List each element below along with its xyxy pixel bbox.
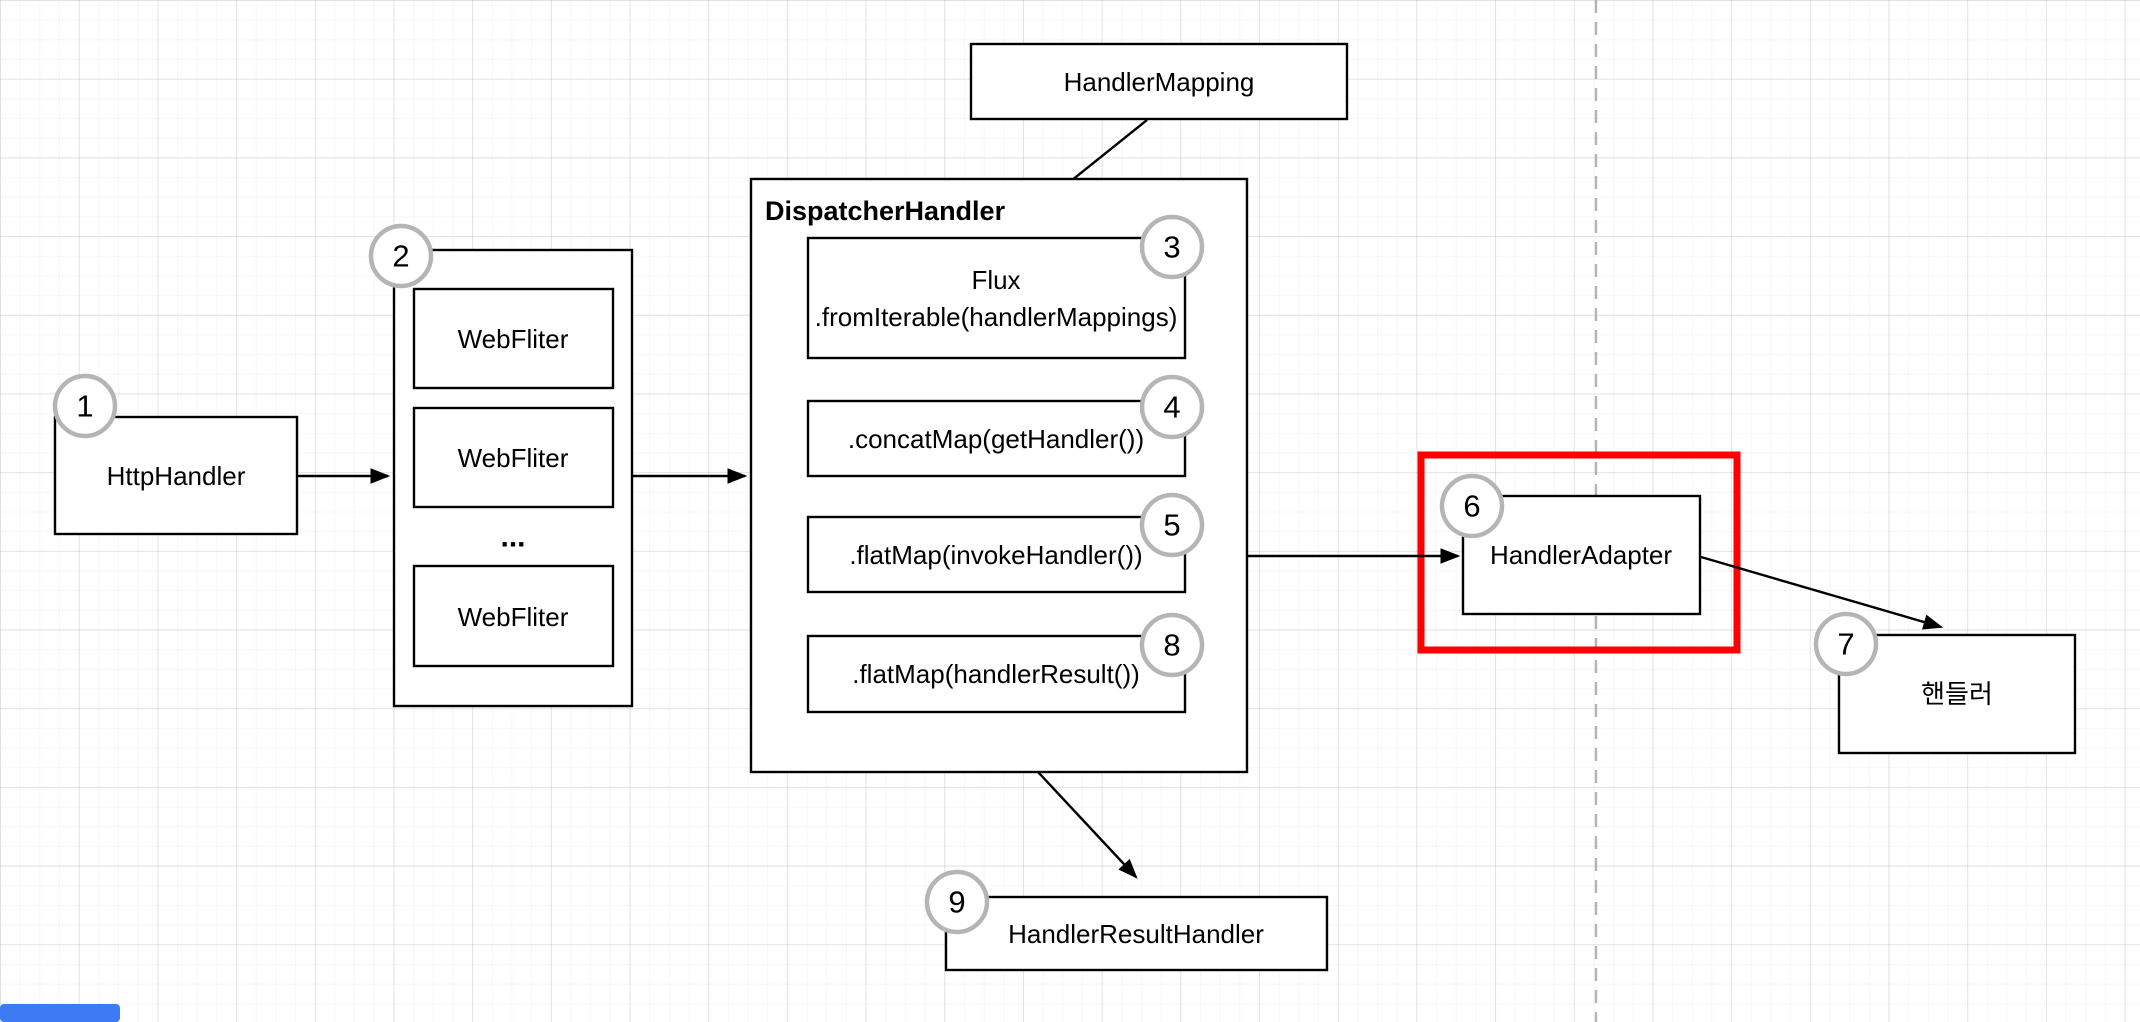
edge-handleradapter-to-handler[interactable]	[1700, 555, 1944, 630]
badge-8[interactable]: 8	[1139, 612, 1205, 678]
node-handler-mapping[interactable]	[969, 42, 1349, 121]
webfilter-1-label: WebFliter	[458, 324, 569, 354]
webfilter-ellipsis: ...	[500, 521, 525, 554]
node-handler-korean[interactable]	[1837, 633, 2077, 755]
badge-3[interactable]: 3	[1139, 214, 1205, 280]
flatmap-invokehandler-label: .flatMap(invokeHandler())	[849, 540, 1142, 570]
badge-5-number: 5	[1163, 508, 1180, 543]
handler-mapping-label: HandlerMapping	[1064, 67, 1255, 97]
highlight-box[interactable]	[1417, 451, 1741, 654]
flatmap-handlerresult-label: .flatMap(handlerResult())	[852, 659, 1140, 689]
badge-3-number: 3	[1163, 230, 1180, 265]
badge-4[interactable]: 4	[1139, 374, 1205, 440]
badge-5[interactable]: 5	[1139, 492, 1205, 558]
node-handler-result-handler[interactable]	[944, 895, 1329, 972]
handler-result-handler-label: HandlerResultHandler	[1008, 919, 1264, 949]
badge-2[interactable]: 2	[368, 223, 434, 289]
dispatcher-handler-title: DispatcherHandler	[765, 196, 1006, 226]
node-flatmap-invokehandler[interactable]	[806, 515, 1187, 594]
blue-bar	[0, 1004, 120, 1022]
flux-label-line2: .fromIterable(handlerMappings)	[815, 302, 1178, 332]
node-webfilter-2[interactable]	[412, 406, 615, 509]
badge-1[interactable]: 1	[52, 373, 118, 439]
handler-korean-label: 핸들러	[1921, 679, 1993, 709]
badge-6[interactable]: 6	[1439, 473, 1505, 539]
badge-9[interactable]: 9	[924, 869, 990, 935]
node-flux-fromiterable[interactable]	[806, 236, 1187, 360]
badge-1-number: 1	[76, 389, 93, 424]
webfilter-2-label: WebFliter	[458, 443, 569, 473]
badge-8-number: 8	[1163, 628, 1180, 663]
node-webfilter-1[interactable]	[412, 287, 615, 390]
badge-2-number: 2	[392, 239, 409, 274]
concatmap-label: .concatMap(getHandler())	[848, 424, 1144, 454]
node-webfilter-3[interactable]	[412, 564, 615, 668]
http-handler-label: HttpHandler	[107, 461, 246, 491]
node-concatmap[interactable]	[806, 399, 1187, 478]
badge-9-number: 9	[948, 885, 965, 920]
badge-7[interactable]: 7	[1813, 611, 1879, 677]
webfilter-3-label: WebFliter	[458, 602, 569, 632]
badge-6-number: 6	[1463, 489, 1480, 524]
badge-4-number: 4	[1163, 390, 1180, 425]
badge-7-number: 7	[1837, 627, 1854, 662]
flux-label-line1: Flux	[971, 265, 1020, 295]
node-flatmap-handlerresult[interactable]	[806, 634, 1187, 714]
handler-adapter-label: HandlerAdapter	[1490, 540, 1672, 570]
